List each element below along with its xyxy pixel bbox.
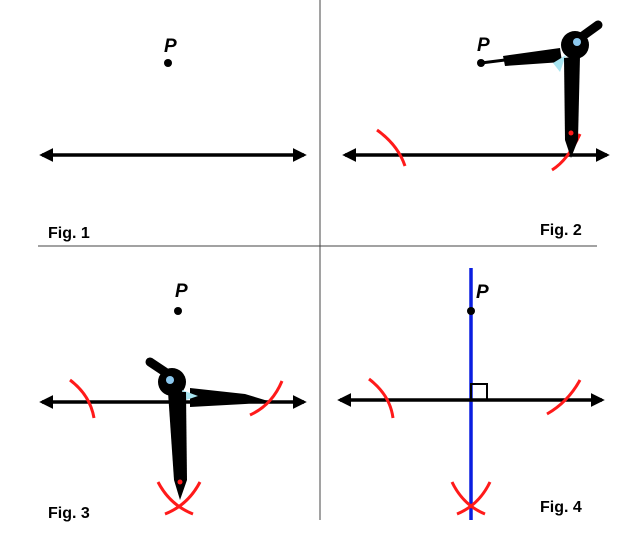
point-p [164,59,172,67]
compass-icon [480,20,603,158]
point-p-label: P [477,35,490,56]
arc-bottom-2 [456,481,492,516]
arc-left [69,378,96,419]
compass-icon [145,357,268,500]
figure-1: P Fig. 1 [39,36,307,242]
arc-bottom-1 [156,481,194,516]
arc-bottom-1 [450,481,486,516]
arc-left [376,128,407,167]
arc-right [546,379,582,416]
point-p [477,59,485,67]
figure-label: Fig. 2 [540,222,582,239]
point-p-label: P [175,281,188,302]
figure-label: Fig. 1 [48,225,90,242]
arc-bottom-2 [164,481,202,516]
right-angle-mark [470,383,488,401]
arc-left [368,377,395,419]
figure-2: P Fig. 2 [342,20,610,239]
figure-label: Fig. 4 [540,499,582,516]
figure-label: Fig. 3 [48,505,90,522]
point-p-label: P [164,36,177,57]
figure-4: P Fig. 4 [337,268,605,520]
point-p-label: P [476,282,489,303]
arc-right [249,380,284,417]
figure-3: P Fig. 3 [39,281,307,522]
point-p [467,307,475,315]
point-p [174,307,182,315]
